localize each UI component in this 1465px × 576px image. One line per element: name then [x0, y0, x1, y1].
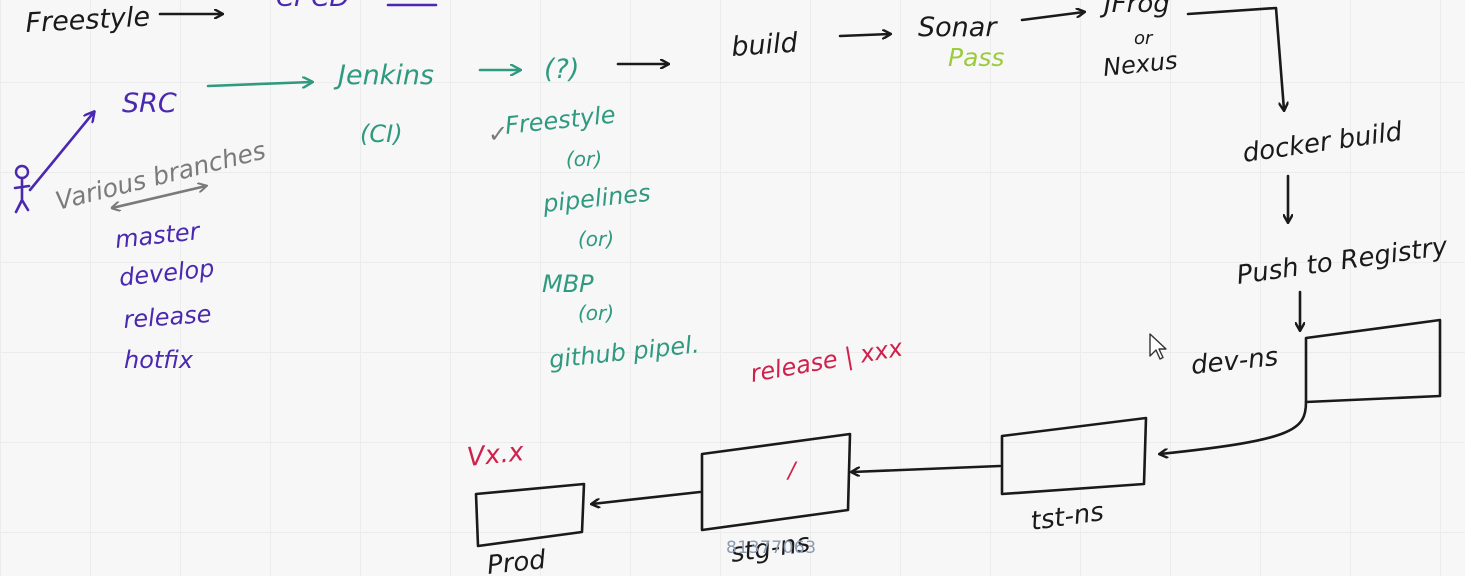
dev-ns-box — [1304, 318, 1442, 404]
option-freestyle: Freestyle — [504, 101, 617, 140]
branch-hotfix: hotfix — [124, 346, 194, 374]
option-or-3: (or) — [578, 301, 614, 325]
option-pipelines: pipelines — [541, 179, 652, 218]
dev-to-tst-arrow — [1160, 400, 1308, 454]
stg-to-prod-arrow — [592, 490, 702, 504]
stg-mark: / — [786, 459, 798, 484]
nexus-label: Nexus — [1102, 46, 1179, 82]
option-or-2: (or) — [578, 227, 614, 251]
prod-box — [474, 482, 586, 548]
or-label: or — [1134, 28, 1154, 49]
jfrog-to-docker-arrow — [1186, 6, 1284, 110]
sonar-label: Sonar — [918, 12, 998, 43]
docker-build-label: docker build — [1241, 117, 1405, 169]
jfrog-label: JFrog — [1099, 0, 1170, 19]
tst-to-stg-arrow — [852, 464, 1002, 472]
build-to-sonar-arrow — [838, 34, 890, 36]
developer-to-src-arrow — [28, 112, 94, 192]
release-branch-label: release | xxx — [748, 333, 905, 387]
ci-label: (CI) — [360, 120, 403, 148]
branch-master: master — [114, 217, 203, 254]
branches-double-arrow — [112, 186, 206, 208]
branch-release: release — [122, 300, 212, 334]
jenkins-label: Jenkins — [333, 60, 434, 91]
option-or-1: (or) — [566, 147, 602, 171]
version-label: Vx.x — [466, 437, 526, 473]
various-branches-label: Various branches — [52, 136, 268, 216]
stg-ns-box — [700, 432, 852, 532]
option-mbp: MBP — [542, 270, 594, 298]
pass-label: Pass — [948, 43, 1004, 72]
push-registry-label: Push to Registry — [1235, 232, 1450, 291]
watermark-text: 81377063 — [726, 538, 817, 558]
src-to-jenkins-arrow — [206, 82, 312, 86]
tst-ns-label: tst-ns — [1029, 497, 1106, 537]
build-label: build — [730, 27, 799, 63]
src-label: SRC — [122, 88, 177, 119]
top-freestyle-label: Freestyle — [25, 2, 151, 39]
option-github-pipelines: github pipel. — [548, 330, 701, 374]
top-cicd-label: CI-CD — [276, 0, 349, 13]
branch-develop: develop — [118, 254, 216, 292]
tst-ns-box — [1000, 416, 1148, 496]
dev-ns-label: dev-ns — [1190, 342, 1280, 381]
developer-icon — [13, 164, 31, 214]
prod-label: Prod — [486, 545, 548, 576]
sonar-to-jfrog-arrow — [1020, 12, 1084, 22]
question-label: (?) — [544, 54, 579, 85]
check-mark: ✓ — [488, 120, 508, 148]
